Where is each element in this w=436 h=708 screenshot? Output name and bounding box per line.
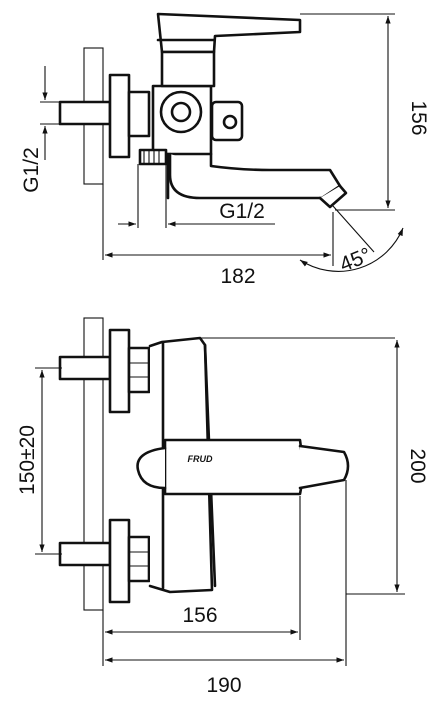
- front-logo: FRUD: [188, 454, 213, 464]
- side-dim-width: 182: [220, 265, 255, 288]
- side-lever-handle: [156, 12, 302, 88]
- side-view: 156 G1/2 G1/2 182 45°: [20, 12, 430, 288]
- side-shower-thread: [138, 148, 168, 166]
- front-lower-connector: [58, 518, 151, 604]
- side-inlet-pipe: [58, 73, 151, 159]
- front-dim-body: 156: [182, 604, 217, 627]
- side-dimension-lines: [40, 13, 404, 272]
- side-dim-angle: 45°: [337, 243, 375, 276]
- front-dim-height: 200: [406, 448, 429, 483]
- front-dim-axis: 150±20: [16, 425, 39, 495]
- side-dim-inlet-thread: G1/2: [20, 147, 43, 193]
- side-cartridge-inner: [170, 101, 192, 123]
- front-view: FRUD 150±20 200 156 190: [16, 317, 429, 697]
- front-dimension-lines: [35, 340, 405, 666]
- front-upper-connector: [58, 328, 151, 414]
- side-dim-height: 156: [407, 100, 430, 135]
- side-diverter: [210, 100, 244, 142]
- side-spout: [168, 152, 348, 209]
- front-wall-hatched: [83, 317, 104, 611]
- side-dim-outlet-thread: G1/2: [219, 200, 265, 223]
- front-lever: FRUD: [136, 438, 350, 496]
- front-dim-width: 190: [206, 674, 241, 697]
